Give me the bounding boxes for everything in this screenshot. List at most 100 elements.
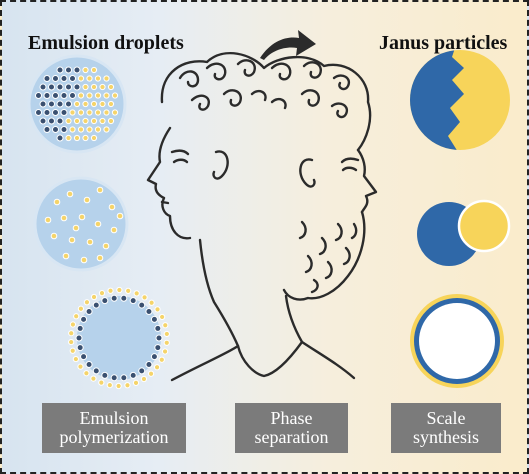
particle-dot <box>83 67 88 72</box>
particle-dot <box>70 127 75 132</box>
particle-dot <box>151 354 157 360</box>
particle-dot <box>70 110 75 115</box>
particle-dot <box>93 368 99 374</box>
particle-dot <box>142 295 147 300</box>
particle-dot <box>108 84 113 89</box>
particle-dot <box>155 307 160 312</box>
particle-dot <box>97 187 103 193</box>
particle-dot <box>63 253 69 259</box>
particle-dot <box>95 127 100 132</box>
particle-dot <box>84 371 89 376</box>
particle-dot <box>81 316 87 322</box>
particle-dot <box>36 110 42 116</box>
particle-dot <box>108 118 113 123</box>
particle-dot <box>70 348 75 353</box>
particle-dot <box>45 217 51 223</box>
janus-head-illustration <box>148 53 376 380</box>
particle-dot <box>57 118 63 124</box>
particle-dot <box>102 298 108 304</box>
particle-dot <box>164 340 169 345</box>
label-phase-separation: Phase separation <box>235 403 348 453</box>
particle-dot <box>91 84 96 89</box>
particle-dot <box>81 257 87 263</box>
particle-dot <box>57 101 63 107</box>
particle-dot <box>97 255 103 261</box>
label-line-1: Phase <box>271 409 313 428</box>
particle-dot <box>74 84 80 90</box>
particle-dot <box>95 110 100 115</box>
particle-dot <box>44 127 50 133</box>
particle-dot <box>121 375 127 381</box>
particle-dot <box>100 118 105 123</box>
particle-dot <box>149 300 154 305</box>
label-line-1: Scale <box>427 409 466 428</box>
particle-dot <box>91 118 96 123</box>
particle-dot <box>86 362 92 368</box>
particle-dot <box>121 295 127 301</box>
particle-dot <box>81 354 87 360</box>
particle-dot <box>66 84 72 90</box>
particle-dot <box>40 101 46 107</box>
particle-dot <box>61 110 67 116</box>
particle-dot <box>163 323 168 328</box>
particle-dot <box>44 76 50 82</box>
particle-dot <box>99 291 104 296</box>
particle-dot <box>159 357 164 362</box>
particle-dot <box>87 239 93 245</box>
particle-dot <box>139 368 145 374</box>
particle-dot <box>87 76 92 81</box>
particle-dot <box>78 110 83 115</box>
particle-dot <box>125 383 130 388</box>
particle-dot <box>57 135 63 141</box>
label-line-1: Emulsion <box>79 409 148 428</box>
particle-dot <box>111 375 117 381</box>
particle-dot <box>44 93 50 99</box>
droplet-yellow-particles <box>35 178 127 270</box>
particle-dot <box>146 308 152 314</box>
particle-dot <box>51 233 57 239</box>
particle-dot <box>49 118 55 124</box>
particle-dot <box>53 93 59 99</box>
particle-dot <box>117 213 123 219</box>
particle-dot <box>103 243 109 249</box>
particle-dot <box>111 227 117 233</box>
particle-dot <box>91 376 96 381</box>
title-emulsion-droplets: Emulsion droplets <box>28 32 184 55</box>
particle-dot <box>69 331 74 336</box>
label-line-2: synthesis <box>413 428 479 447</box>
particle-dot <box>87 127 92 132</box>
droplet-mixed <box>29 56 125 152</box>
particle-dot <box>61 93 67 99</box>
particle-dot <box>61 215 67 221</box>
particle-dot <box>87 110 92 115</box>
particle-dot <box>93 302 99 308</box>
particle-dot <box>130 372 136 378</box>
particle-dot <box>108 288 113 293</box>
particle-dot <box>49 101 55 107</box>
particle-dot <box>79 214 85 220</box>
particle-dot <box>84 300 89 305</box>
particle-dot <box>162 349 167 354</box>
particle-dot <box>100 84 105 89</box>
particle-dot <box>78 127 83 132</box>
label-emulsion-polymerization: Emulsion polymerization <box>42 403 186 453</box>
particle-dot <box>112 110 117 115</box>
particle-dot <box>74 118 79 123</box>
particle-dot <box>104 93 109 98</box>
particle-dot <box>133 380 138 385</box>
particle-dot <box>78 76 83 81</box>
particle-dot <box>83 118 88 123</box>
particle-dot <box>151 316 157 322</box>
particle-dot <box>130 298 136 304</box>
particle-dot <box>107 383 112 388</box>
particle-dot <box>108 101 113 106</box>
particle-dot <box>61 76 67 82</box>
particle-dot <box>70 322 75 327</box>
particle-dot <box>91 294 96 299</box>
particle-dot <box>73 225 79 231</box>
title-janus-particles: Janus particles <box>379 32 507 55</box>
particle-dot <box>146 362 152 368</box>
janus-particle-snowman <box>417 201 509 266</box>
